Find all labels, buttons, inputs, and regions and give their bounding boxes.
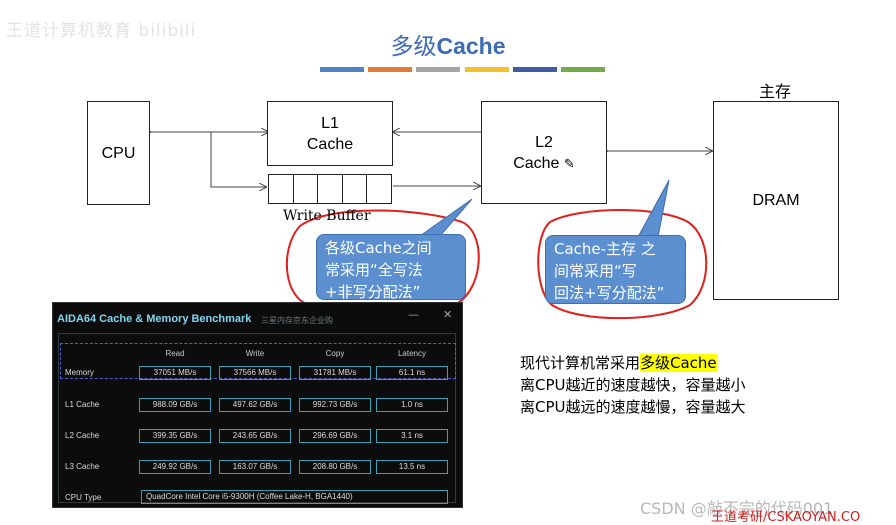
aida64-results-panel: [58, 333, 456, 503]
row-label-memory: Memory: [65, 368, 94, 377]
l1-write-value: 497.62 GB/s: [219, 398, 291, 412]
write-buffer-slot: [269, 175, 294, 203]
dram-box: DRAM: [713, 101, 839, 300]
note-line-1-prefix: 现代计算机常采用: [520, 354, 641, 372]
note-line-3: 离CPU越远的速度越慢，容量越大: [520, 398, 746, 416]
l1-read-value: 988.09 GB/s: [139, 398, 211, 412]
row-label-l2: L2 Cache: [65, 431, 100, 440]
color-bar-5: [513, 67, 557, 72]
l3-write-value: 163.07 GB/s: [219, 460, 291, 474]
l1-copy-value: 992.73 GB/s: [299, 398, 371, 412]
color-bar-3: [416, 67, 460, 72]
red-circle-right: [537, 209, 708, 320]
cpu-writebuffer-connector: [210, 132, 266, 187]
cpu-type-value: QuadCore Intel Core i5-9300H (Coffee Lak…: [141, 490, 448, 504]
aida64-window-subtitle: 三星内存京东企业购: [261, 316, 333, 325]
callout-left-line3: +非写分配法”: [325, 283, 421, 301]
memory-read-value: 37051 MB/s: [139, 366, 211, 380]
column-header-copy: Copy: [325, 349, 345, 358]
pencil-icon: ✎: [563, 155, 575, 171]
row-label-l1: L1 Cache: [65, 400, 100, 409]
l2-write-value: 243.65 GB/s: [219, 429, 291, 443]
color-bar-1: [320, 67, 364, 72]
callout-left-line1: 各级Cache之间: [325, 239, 432, 257]
callout-right-line2: 间常采用“写: [554, 262, 637, 280]
note-line-1: 现代计算机常采用多级Cache: [520, 352, 746, 374]
l2-read-value: 399.35 GB/s: [139, 429, 211, 443]
write-buffer: [268, 174, 392, 204]
row-label-l3: L3 Cache: [65, 462, 100, 471]
memory-copy-value: 31781 MB/s: [299, 366, 371, 380]
slide-title: 多级Cache: [0, 27, 896, 61]
bilibili-watermark: 王道计算机教育 bilibili: [6, 21, 197, 41]
l2-label-line2-wrap: Cache ✎: [513, 153, 575, 174]
callout-left-line2: 常采用“全写法: [325, 261, 423, 279]
column-header-latency: Latency: [397, 349, 427, 358]
l2-cache-box: L2 Cache ✎: [481, 101, 607, 204]
note-line-2: 离CPU越近的速度越快，容量越小: [520, 376, 746, 394]
memory-latency-value: 61.1 ns: [376, 366, 448, 380]
callout-left: 各级Cache之间 常采用“全写法 +非写分配法”: [316, 234, 466, 301]
l3-read-value: 249.92 GB/s: [139, 460, 211, 474]
slide-title-cn: 多级: [390, 34, 437, 60]
l1-label-line1: L1: [321, 114, 339, 132]
l1-label-line2: Cache: [306, 135, 354, 153]
aida64-window-title: AIDA64 Cache & Memory Benchmark: [57, 313, 252, 325]
column-header-write: Write: [245, 349, 265, 358]
callout-right: Cache-主存 之 间常采用“写 回法+写分配法”: [545, 235, 686, 304]
callout-right-line3: 回法+写分配法”: [554, 284, 665, 302]
color-bar-6: [561, 67, 605, 72]
color-bar-2: [368, 67, 412, 72]
aida64-benchmark-window: AIDA64 Cache & Memory Benchmark 三星内存京东企业…: [52, 302, 463, 508]
l1-cache-box: L1 Cache: [267, 101, 393, 166]
l2-label-line2: Cache: [513, 154, 560, 172]
l2-label-line1: L2: [535, 133, 553, 151]
main-memory-label: 主存: [759, 82, 792, 101]
write-buffer-slot: [294, 175, 319, 203]
l2-copy-value: 296.69 GB/s: [299, 429, 371, 443]
l3-copy-value: 208.80 GB/s: [299, 460, 371, 474]
write-buffer-label: Write Buffer: [283, 208, 371, 224]
note-line-1-highlight: 多级Cache: [640, 354, 717, 372]
close-button[interactable]: ✕: [443, 308, 453, 321]
dram-label: DRAM: [752, 192, 800, 209]
slide-title-en: Cache: [436, 33, 506, 59]
csdn-watermark: CSDN @敲不完的代码001: [640, 499, 834, 518]
kaoyan-watermark: 王道考研/CSKAOYAN.CO: [711, 510, 861, 525]
memory-row-highlight: [60, 343, 456, 379]
l1-latency-value: 1.0 ns: [376, 398, 448, 412]
notes-block: 现代计算机常采用多级Cache 离CPU越近的速度越快，容量越小 离CPU越远的…: [520, 352, 746, 418]
row-label-cpu-type: CPU Type: [65, 493, 102, 502]
l3-latency-value: 13.5 ns: [376, 460, 448, 474]
l2-latency-value: 3.1 ns: [376, 429, 448, 443]
callout-right-line1: Cache-主存 之: [554, 240, 656, 258]
cpu-label: CPU: [101, 144, 136, 162]
write-buffer-slot: [318, 175, 343, 203]
minimize-button[interactable]: —: [408, 308, 419, 321]
memory-write-value: 37566 MB/s: [219, 366, 291, 380]
cpu-box: CPU: [87, 101, 150, 205]
column-header-read: Read: [165, 349, 185, 358]
write-buffer-slot: [343, 175, 368, 203]
color-bar-4: [465, 67, 509, 72]
